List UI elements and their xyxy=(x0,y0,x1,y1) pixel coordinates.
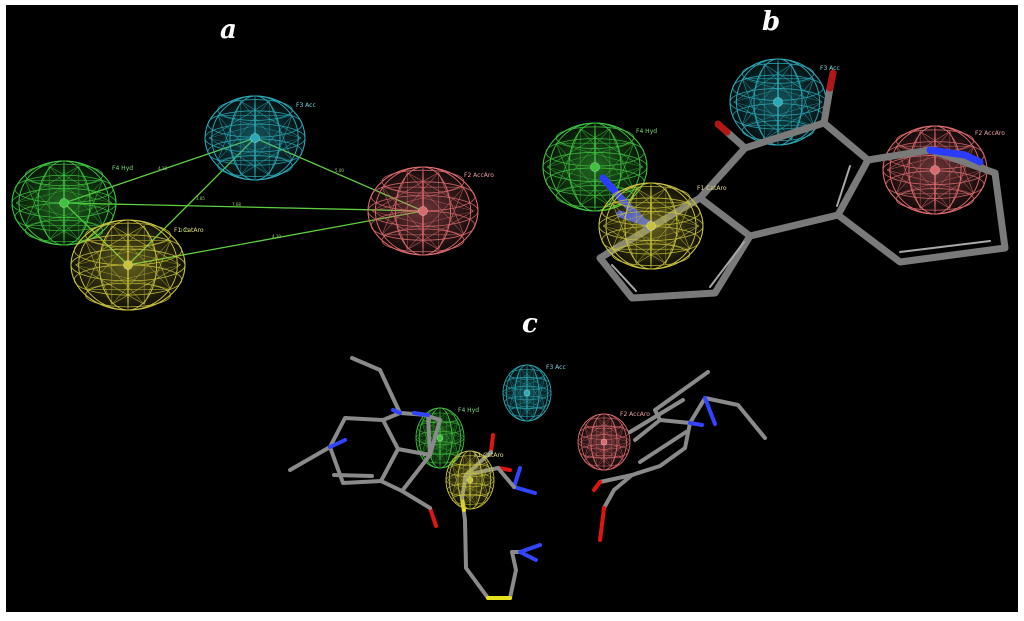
panel-c: c xyxy=(288,309,767,600)
sphere-cationic-aromatic-b xyxy=(598,182,704,270)
feature-label-f3-a: F3 Acc xyxy=(296,102,316,109)
distance-label-2: 5.00 xyxy=(335,168,344,173)
molecule-c-ligand-left xyxy=(288,356,542,600)
figure-frame: a 4.18 5.00 3.85 7.08 4.20 3.75 F xyxy=(6,5,1018,612)
feature-label-f2-a: F2 AccAro xyxy=(464,172,494,179)
sphere-acceptor-a xyxy=(204,95,306,181)
sphere-acceptor-aromatic-c xyxy=(577,413,631,471)
distance-label-4: 7.08 xyxy=(232,202,241,207)
distance-label-1: 4.18 xyxy=(158,166,167,171)
sphere-acceptor-aromatic-a xyxy=(367,166,479,256)
pharmacophore-figure: a 4.18 5.00 3.85 7.08 4.20 3.75 F xyxy=(11,7,1009,600)
panel-a-distance-labels: 4.18 5.00 3.85 7.08 4.20 3.75 xyxy=(158,166,344,239)
feature-label-f1-a: F1 CatAro xyxy=(174,227,204,234)
sphere-acceptor-b xyxy=(729,58,827,146)
distance-line-f4-f2 xyxy=(63,202,424,212)
sphere-hydrophobic-a xyxy=(11,160,117,246)
feature-label-f2-b: F2 AccAro xyxy=(975,130,1005,137)
feature-label-f3-b: F3 Acc xyxy=(820,65,840,72)
panel-a-letter: a xyxy=(220,15,237,45)
feature-label-f1-c: F1 CatAro xyxy=(474,452,504,459)
panel-b: b xyxy=(542,7,1009,302)
sphere-acceptor-aromatic-b xyxy=(882,125,988,215)
sphere-cationic-aromatic-c xyxy=(445,450,495,510)
feature-label-f4-a: F4 Hyd xyxy=(112,165,133,172)
feature-label-f3-c: F3 Acc xyxy=(546,364,566,371)
feature-label-f4-c: F4 Hyd xyxy=(458,407,479,414)
molecule-c-ligand-right xyxy=(592,370,767,542)
sphere-cationic-aromatic-a xyxy=(70,219,186,311)
distance-label-6: 3.75 xyxy=(180,228,189,233)
panel-c-letter: c xyxy=(522,309,538,339)
feature-label-f1-b: F1 CatAro xyxy=(697,185,727,192)
feature-label-f4-b: F4 Hyd xyxy=(636,128,657,135)
sphere-acceptor-c xyxy=(502,364,552,422)
panel-a: a 4.18 5.00 3.85 7.08 4.20 3.75 F xyxy=(11,15,494,311)
panel-b-letter: b xyxy=(762,7,780,37)
sphere-hydrophobic-b xyxy=(542,122,648,212)
feature-label-f2-c: F2 AccAro xyxy=(620,411,650,418)
distance-label-5: 4.20 xyxy=(272,234,281,239)
distance-label-3: 3.85 xyxy=(196,196,205,201)
